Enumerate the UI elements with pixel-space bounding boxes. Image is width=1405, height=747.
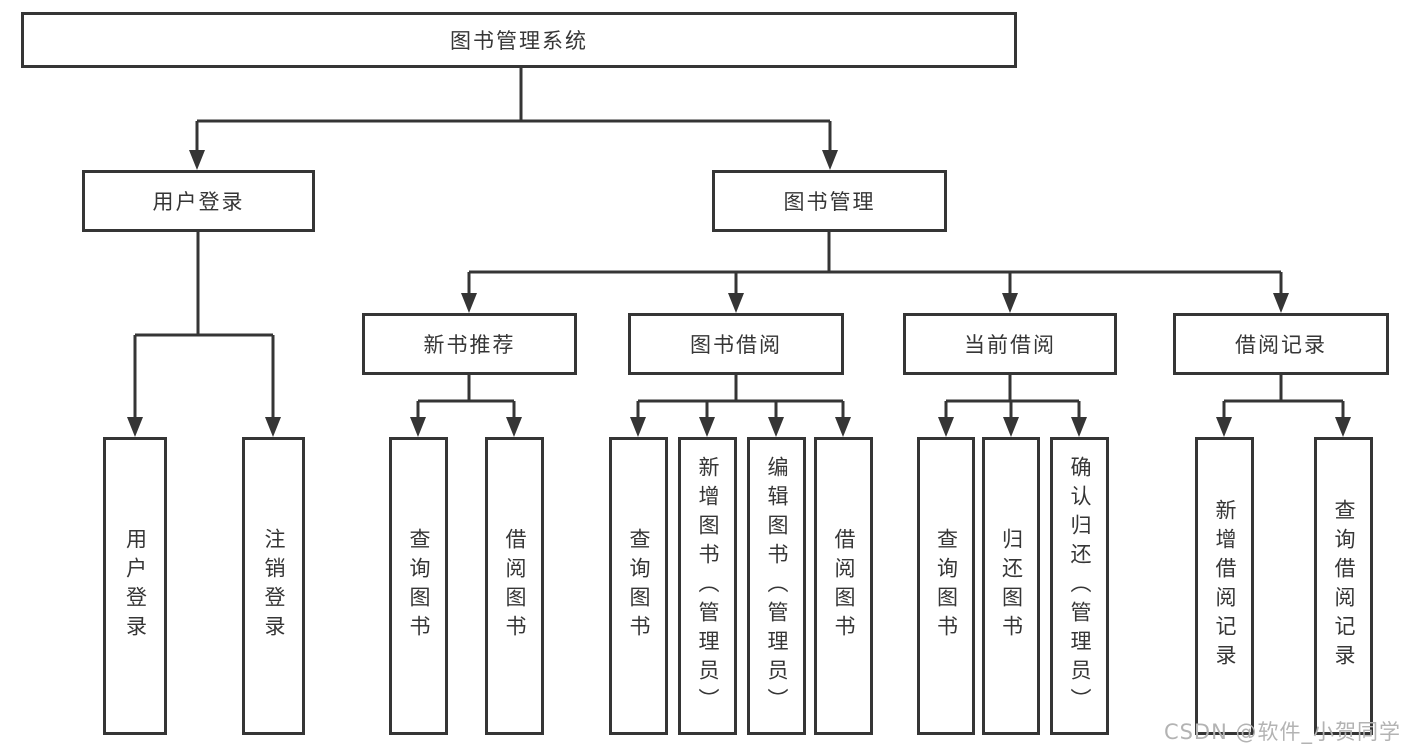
node-new-book-recommend: 新书推荐 [362,313,577,375]
node-leaf-add-book-admin: 新增图书（管理员） [678,437,737,735]
node-leaf-add-borrow-record-label: 新增借阅记录 [1213,499,1237,673]
node-current-borrow: 当前借阅 [903,313,1117,375]
node-book-management: 图书管理 [712,170,947,232]
node-current-borrow-label: 当前借阅 [964,333,1056,357]
node-leaf-query-borrow-record: 查询借阅记录 [1314,437,1373,735]
watermark-text: CSDN @软件_小贺同学 [1163,720,1401,744]
node-leaf-query-book-current: 查询图书 [917,437,975,735]
node-leaf-add-borrow-record: 新增借阅记录 [1195,437,1254,735]
node-leaf-confirm-return-admin: 确认归还（管理员） [1050,437,1109,735]
node-leaf-query-book-recommend-label: 查询图书 [407,528,431,644]
node-book-management-label: 图书管理 [783,190,876,214]
node-user-login-label: 用户登录 [152,190,245,214]
node-leaf-user-login: 用户登录 [103,437,167,735]
node-new-book-recommend-label: 新书推荐 [423,333,516,357]
node-root-label: 图书管理系统 [450,29,588,53]
node-leaf-add-book-admin-label: 新增图书（管理员） [696,455,720,717]
node-book-borrow-label: 图书借阅 [690,333,782,357]
node-book-borrow: 图书借阅 [628,313,844,375]
node-leaf-query-borrow-record-label: 查询借阅记录 [1332,499,1356,673]
node-leaf-confirm-return-admin-label: 确认归还（管理员） [1068,455,1092,717]
node-leaf-return-book: 归还图书 [982,437,1040,735]
node-root-library-management-system: 图书管理系统 [21,12,1017,68]
node-leaf-edit-book-admin-label: 编辑图书（管理员） [765,455,789,717]
node-leaf-logout-label: 注销登录 [262,528,286,644]
node-borrow-records: 借阅记录 [1173,313,1389,375]
node-leaf-query-book-current-label: 查询图书 [934,528,959,644]
node-user-login: 用户登录 [82,170,315,232]
node-leaf-borrow-book-label: 借阅图书 [832,528,856,644]
node-leaf-user-login-label: 用户登录 [123,528,148,644]
node-leaf-query-book-borrow: 查询图书 [609,437,668,735]
node-leaf-query-book-borrow-label: 查询图书 [627,528,651,644]
node-leaf-query-book-recommend: 查询图书 [389,437,448,735]
node-leaf-borrow-book-recommend: 借阅图书 [485,437,544,735]
node-leaf-logout: 注销登录 [242,437,305,735]
node-leaf-return-book-label: 归还图书 [999,528,1024,644]
node-leaf-borrow-book-recommend-label: 借阅图书 [503,528,527,644]
node-leaf-edit-book-admin: 编辑图书（管理员） [747,437,806,735]
node-borrow-records-label: 借阅记录 [1235,333,1327,357]
node-leaf-borrow-book: 借阅图书 [814,437,873,735]
